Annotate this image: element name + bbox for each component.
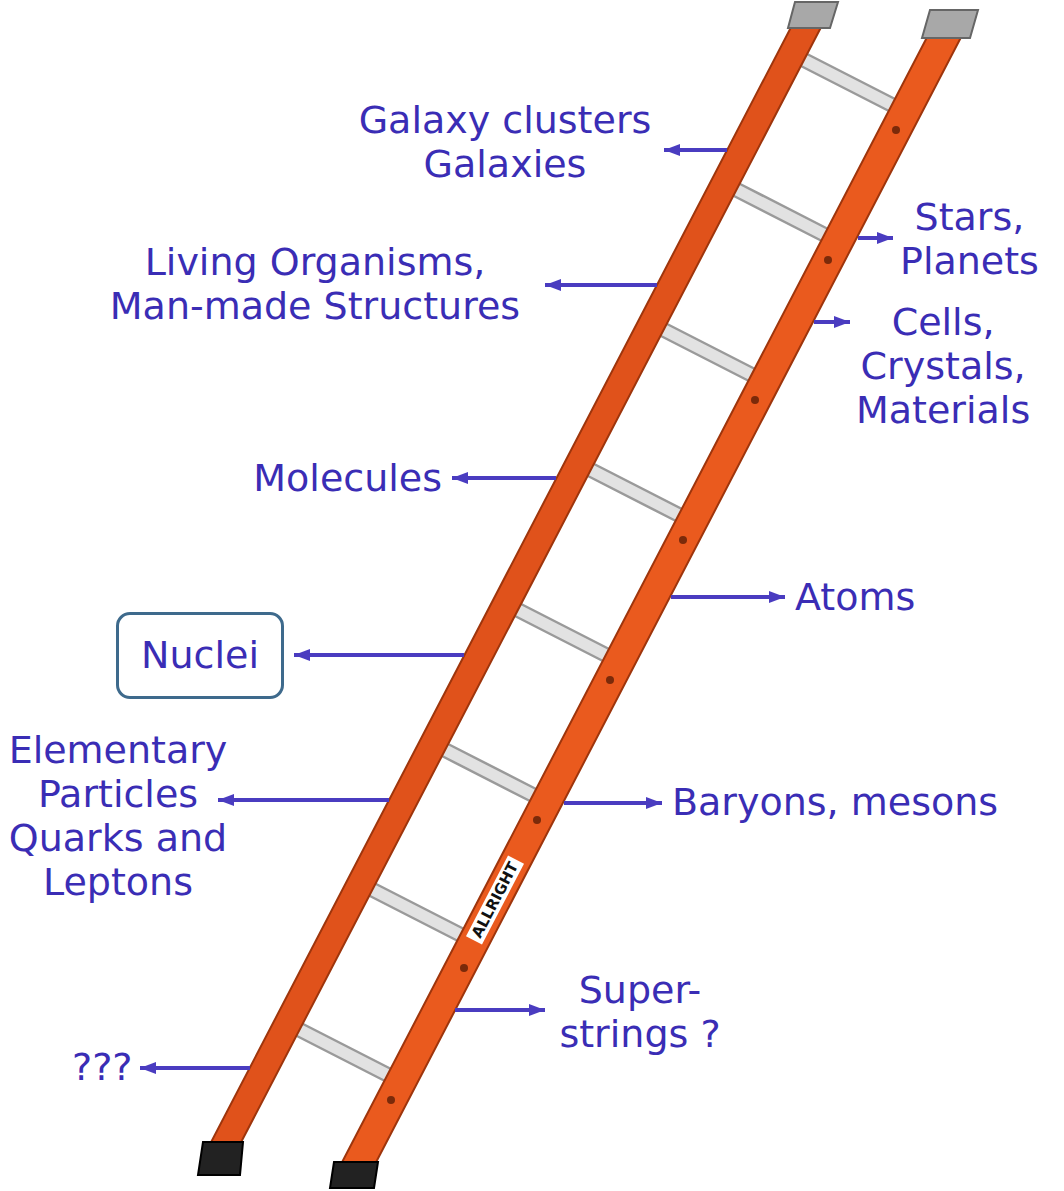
rail-cap xyxy=(788,2,838,28)
right-rail xyxy=(338,20,970,1170)
text-line: Molecules xyxy=(253,456,442,500)
leader-arrow xyxy=(858,236,893,240)
scale-label: Baryons, mesons xyxy=(672,780,998,824)
rung xyxy=(737,190,825,235)
rung xyxy=(373,890,461,935)
rail-hole xyxy=(892,126,900,134)
left-rail xyxy=(207,10,830,1150)
scale-label: Elementary Particles Quarks and Leptons xyxy=(9,728,228,904)
rail-hole xyxy=(679,536,687,544)
rail-hole xyxy=(387,1096,395,1104)
rung xyxy=(804,60,892,105)
rung xyxy=(300,1030,388,1075)
rung-outline xyxy=(300,1030,388,1075)
rung-outline xyxy=(804,60,892,105)
rail-cap xyxy=(922,10,978,38)
text-line: Quarks and xyxy=(9,816,228,860)
leader-arrow xyxy=(140,1066,250,1070)
rail-hole xyxy=(606,676,614,684)
leader-arrow xyxy=(664,148,727,152)
scale-label: Stars, Planets xyxy=(900,195,1039,283)
text-line: Materials xyxy=(856,388,1030,432)
text-line: Atoms xyxy=(795,575,915,619)
rung xyxy=(518,610,606,655)
text-line: Super- xyxy=(559,968,720,1012)
ladder-foot xyxy=(198,1142,243,1175)
rung-outline xyxy=(518,610,606,655)
text-line: Planets xyxy=(900,239,1039,283)
text-line: Crystals, xyxy=(856,344,1030,388)
text-line: Galaxies xyxy=(359,142,652,186)
text-line: Stars, xyxy=(900,195,1039,239)
rail-hole xyxy=(533,816,541,824)
scale-label: Molecules xyxy=(253,456,442,500)
rung xyxy=(445,750,533,795)
leader-arrow xyxy=(294,653,464,657)
rung-outline xyxy=(591,470,679,515)
scale-label: Galaxy clusters Galaxies xyxy=(359,98,652,186)
rail-hole xyxy=(460,964,468,972)
rung-outline xyxy=(373,890,461,935)
text-line: Elementary xyxy=(9,728,228,772)
scale-label: Atoms xyxy=(795,575,915,619)
leader-arrow xyxy=(814,320,850,324)
text-line: Leptons xyxy=(9,860,228,904)
rung-outline xyxy=(445,750,533,795)
scale-label: ??? xyxy=(72,1045,133,1089)
leader-arrow xyxy=(218,798,389,802)
rail-hole xyxy=(751,396,759,404)
rail-hole xyxy=(824,256,832,264)
scale-label: Living Organisms, Man-made Structures xyxy=(110,240,520,328)
rung xyxy=(591,470,679,515)
leader-arrow xyxy=(671,595,785,599)
leader-arrow xyxy=(452,476,556,480)
text-line: Living Organisms, xyxy=(110,240,520,284)
scale-label: Super- strings ? xyxy=(559,968,720,1056)
leader-arrow xyxy=(455,1008,545,1012)
box-text: Nuclei xyxy=(141,633,259,677)
text-line: Particles xyxy=(9,772,228,816)
scale-label: Cells, Crystals, Materials xyxy=(856,300,1030,432)
ladder-rungs xyxy=(300,60,892,1075)
ladder-foot xyxy=(330,1162,378,1188)
leader-arrow xyxy=(564,801,662,805)
leader-arrow xyxy=(545,283,657,287)
rung-outline xyxy=(664,330,752,375)
text-line: strings ? xyxy=(559,1012,720,1056)
text-line: ??? xyxy=(72,1045,133,1089)
text-line: Galaxy clusters xyxy=(359,98,652,142)
rung xyxy=(664,330,752,375)
highlight-box: Nuclei xyxy=(116,612,284,699)
text-line: Cells, xyxy=(856,300,1030,344)
rung-outline xyxy=(737,190,825,235)
text-line: Baryons, mesons xyxy=(672,780,998,824)
text-line: Man-made Structures xyxy=(110,284,520,328)
